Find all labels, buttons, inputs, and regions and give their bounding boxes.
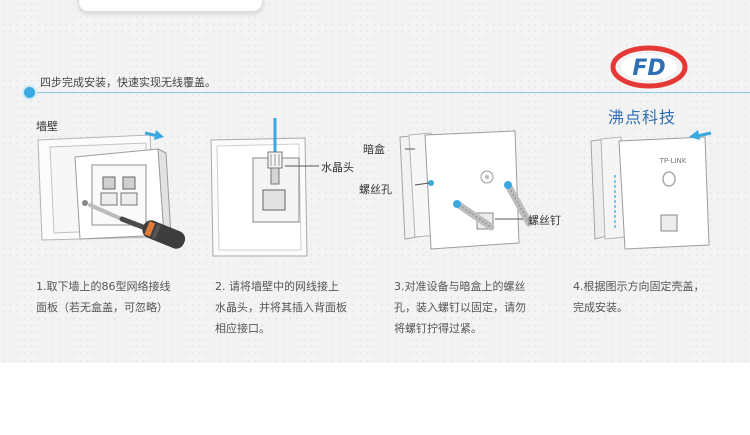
step1-caption-line: 1.取下墙上的86型网络接线 [36, 280, 171, 293]
device-brand-label: TP-LINK [659, 157, 687, 165]
callout-crystal-head: 水晶头 [321, 161, 354, 174]
step2-caption: 2. 请将墙壁中的网线接上 水晶头，并将其插入背面板 相应接口。 [215, 276, 347, 339]
step1-caption: 1.取下墙上的86型网络接线 面板（若无盒盖，可忽略） [36, 276, 171, 318]
step2-illustration [210, 118, 319, 257]
step4-illustration: TP-LINK [590, 130, 712, 250]
step3-caption: 3.对准设备与暗盒上的螺丝 孔，装入螺钉以固定，请勿 将螺钉拧得过紧。 [394, 276, 526, 339]
step2-caption-line: 相应接口。 [215, 322, 270, 335]
top-card-edge [78, 0, 263, 12]
step2-caption-line: 水晶头，并将其插入背面板 [215, 301, 347, 314]
step4-caption: 4.根据图示方向固定壳盖， 完成安装。 [573, 276, 705, 318]
step3-caption-line: 将螺钉拧得过紧。 [394, 322, 482, 335]
step2-caption-line: 2. 请将墙壁中的网线接上 [215, 280, 339, 293]
step3-caption-line: 3.对准设备与暗盒上的螺丝 [394, 280, 526, 293]
timeline-dot [24, 87, 35, 98]
fd-logo: FD [610, 45, 688, 89]
timeline-line [30, 92, 750, 93]
callout-wall: 墙壁 [36, 120, 58, 133]
callout-screw: 螺丝钉 [528, 214, 561, 227]
step3-caption-line: 孔，装入螺钉以固定，请勿 [394, 301, 526, 314]
step1-caption-line: 面板（若无盒盖，可忽略） [36, 301, 168, 314]
step3-illustration [399, 130, 533, 250]
callout-screw-hole: 螺丝孔 [359, 183, 392, 196]
logo-letters: FD [632, 56, 665, 81]
callout-box: 暗盒 [363, 143, 385, 156]
step4-caption-line: 完成安装。 [573, 301, 628, 314]
step4-caption-line: 4.根据图示方向固定壳盖， [573, 280, 705, 293]
brand-name: 沸点科技 [608, 108, 677, 127]
intro-text: 四步完成安装，快速实现无线覆盖。 [40, 76, 216, 89]
step1-illustration [37, 130, 186, 249]
